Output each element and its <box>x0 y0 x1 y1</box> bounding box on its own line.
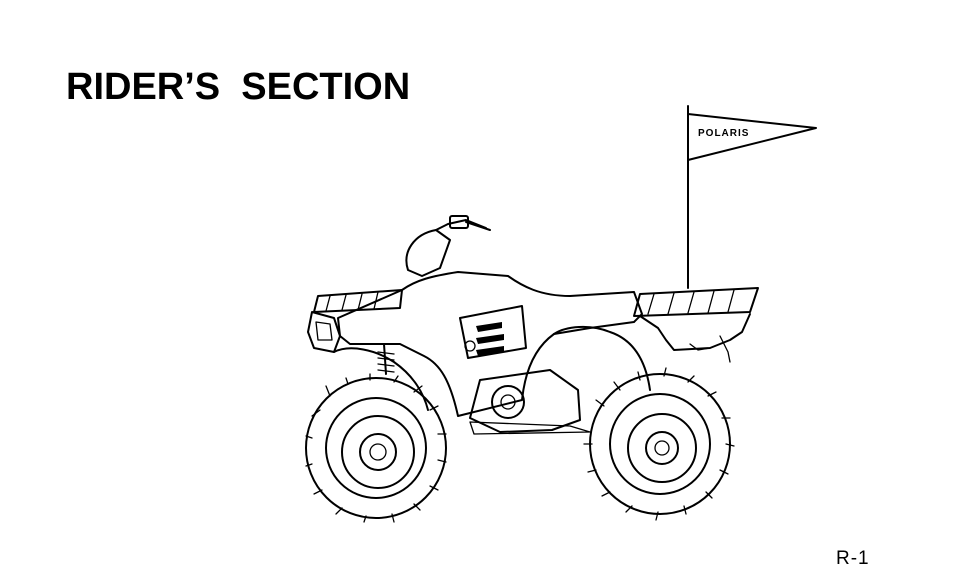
rear-wheel <box>584 368 734 520</box>
side-panel-decals <box>460 306 526 358</box>
front-wheel <box>306 374 446 522</box>
rear-rack <box>634 288 758 316</box>
handlebar <box>406 216 490 276</box>
atv-illustration: POLARIS <box>290 100 830 540</box>
safety-flag: POLARIS <box>688 106 816 288</box>
polaris-logo-text: POLARIS <box>698 128 749 139</box>
page-number: R-1 <box>836 548 870 570</box>
